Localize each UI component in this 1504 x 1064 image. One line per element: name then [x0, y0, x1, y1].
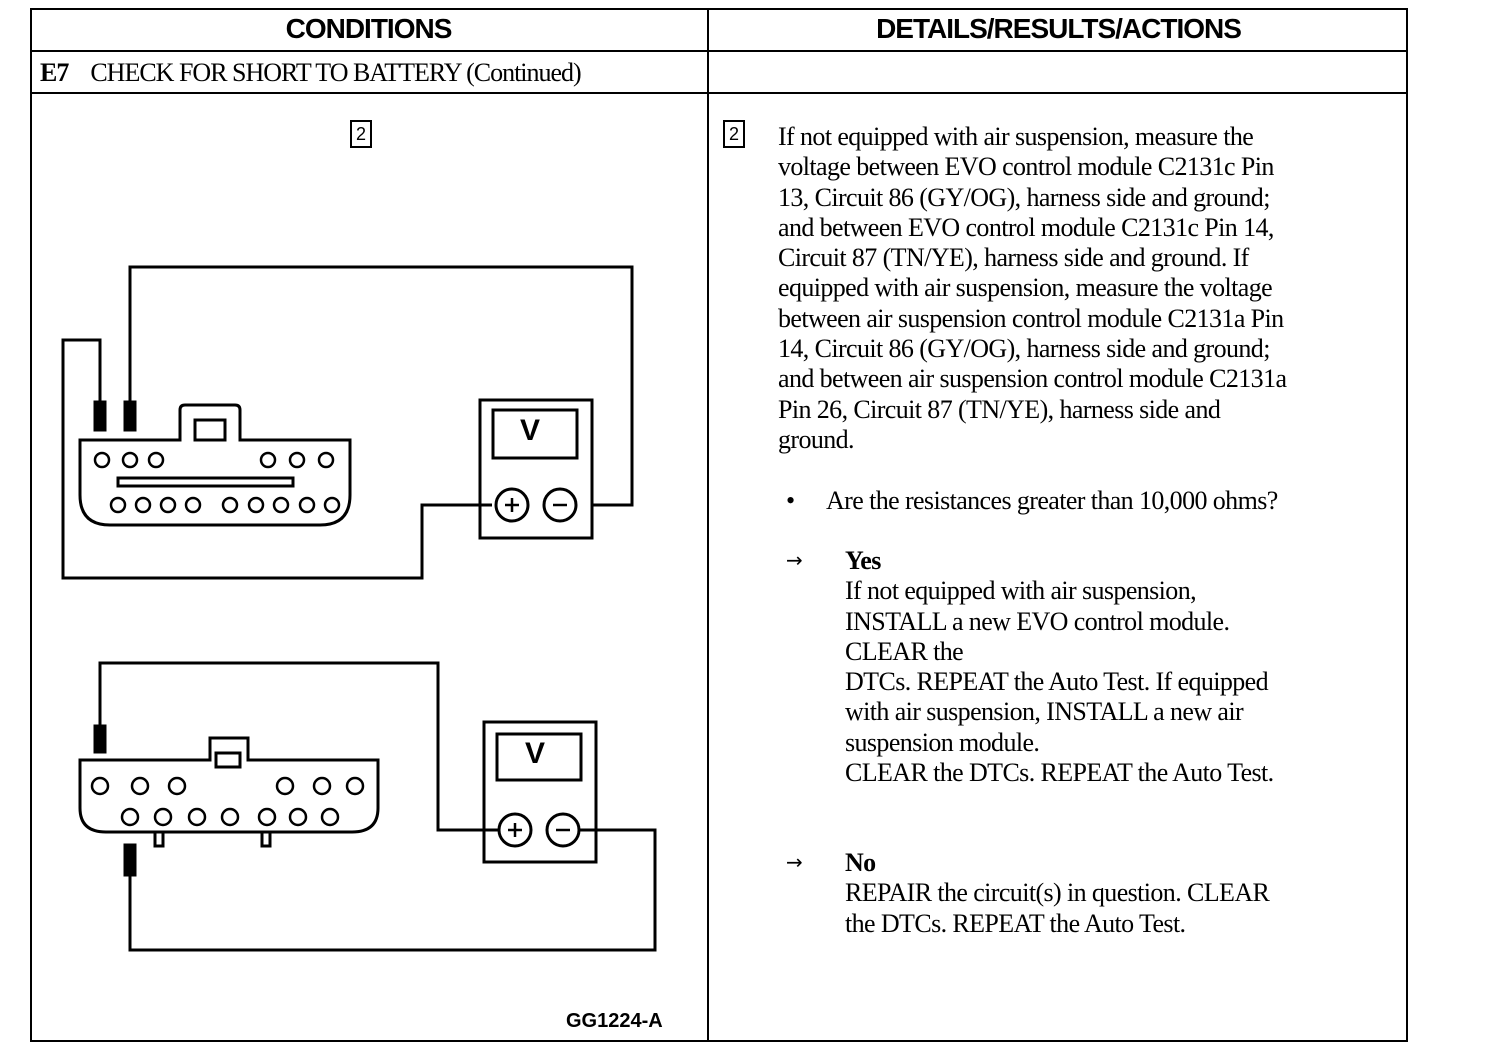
details-line: 13, Circuit 86 (GY/OG), harness side and…	[778, 182, 1270, 212]
arrow-right-icon: →	[786, 850, 803, 874]
details-line: voltage between EVO control module C2131…	[778, 152, 1274, 182]
figure-id: GG1224-A	[566, 1010, 663, 1032]
details-line: Circuit 87 (TN/YE), harness side and gro…	[778, 243, 1249, 273]
details-step-box: 2	[723, 120, 745, 148]
details-line: between air suspension control module C2…	[778, 303, 1284, 333]
yes-line: If not equipped with air suspension,	[845, 576, 1197, 606]
section-rule	[30, 92, 1408, 94]
details-paragraph: If not equipped with air suspension, mea…	[778, 122, 1403, 455]
details-line: If not equipped with air suspension, mea…	[778, 122, 1254, 151]
yes-line: CLEAR the DTCs. REPEAT the Auto Test.	[845, 758, 1274, 788]
details-line: and between EVO control module C2131c Pi…	[778, 212, 1274, 242]
details-line: and between air suspension control modul…	[778, 364, 1287, 394]
header-rule	[30, 50, 1408, 52]
question: Are the resistances greater than 10,000 …	[826, 486, 1278, 515]
table-frame	[30, 8, 1408, 1042]
arrow-right-icon: →	[786, 548, 803, 572]
bullet-icon: •	[786, 486, 796, 515]
yes-line: CLEAR the	[845, 636, 964, 666]
details-line: equipped with air suspension, measure th…	[778, 273, 1273, 303]
no-answer: No REPAIR the circuit(s) in question. CL…	[845, 848, 1405, 939]
section-title: E7 CHECK FOR SHORT TO BATTERY (Continued)	[40, 58, 582, 88]
section-code: E7	[40, 58, 69, 87]
yes-line: DTCs. REPEAT the Auto Test. If equipped	[845, 667, 1269, 697]
no-line: the DTCs. REPEAT the Auto Test.	[845, 908, 1186, 938]
yes-line: suspension module.	[845, 727, 1040, 757]
yes-line: INSTALL a new EVO control module.	[845, 606, 1230, 636]
yes-answer: Yes If not equipped with air suspension,…	[845, 546, 1405, 788]
yes-label: Yes	[845, 546, 881, 575]
details-line: 14, Circuit 86 (GY/OG), harness side and…	[778, 334, 1270, 364]
header-details: DETAILS/RESULTS/ACTIONS	[876, 13, 1242, 44]
no-line: REPAIR the circuit(s) in question. CLEAR	[845, 878, 1270, 908]
figure-step-box: 2	[350, 120, 372, 148]
header-conditions: CONDITIONS	[285, 13, 453, 44]
column-divider	[707, 8, 709, 1042]
details-line: ground.	[778, 424, 855, 454]
yes-line: with air suspension, INSTALL a new air	[845, 697, 1244, 727]
upper-meter-label: V	[520, 414, 541, 447]
section-text: CHECK FOR SHORT TO BATTERY (Continued)	[90, 58, 581, 87]
details-line: Pin 26, Circuit 87 (TN/YE), harness side…	[778, 394, 1221, 424]
no-label: No	[845, 848, 876, 877]
lower-meter-label: V	[525, 737, 546, 770]
